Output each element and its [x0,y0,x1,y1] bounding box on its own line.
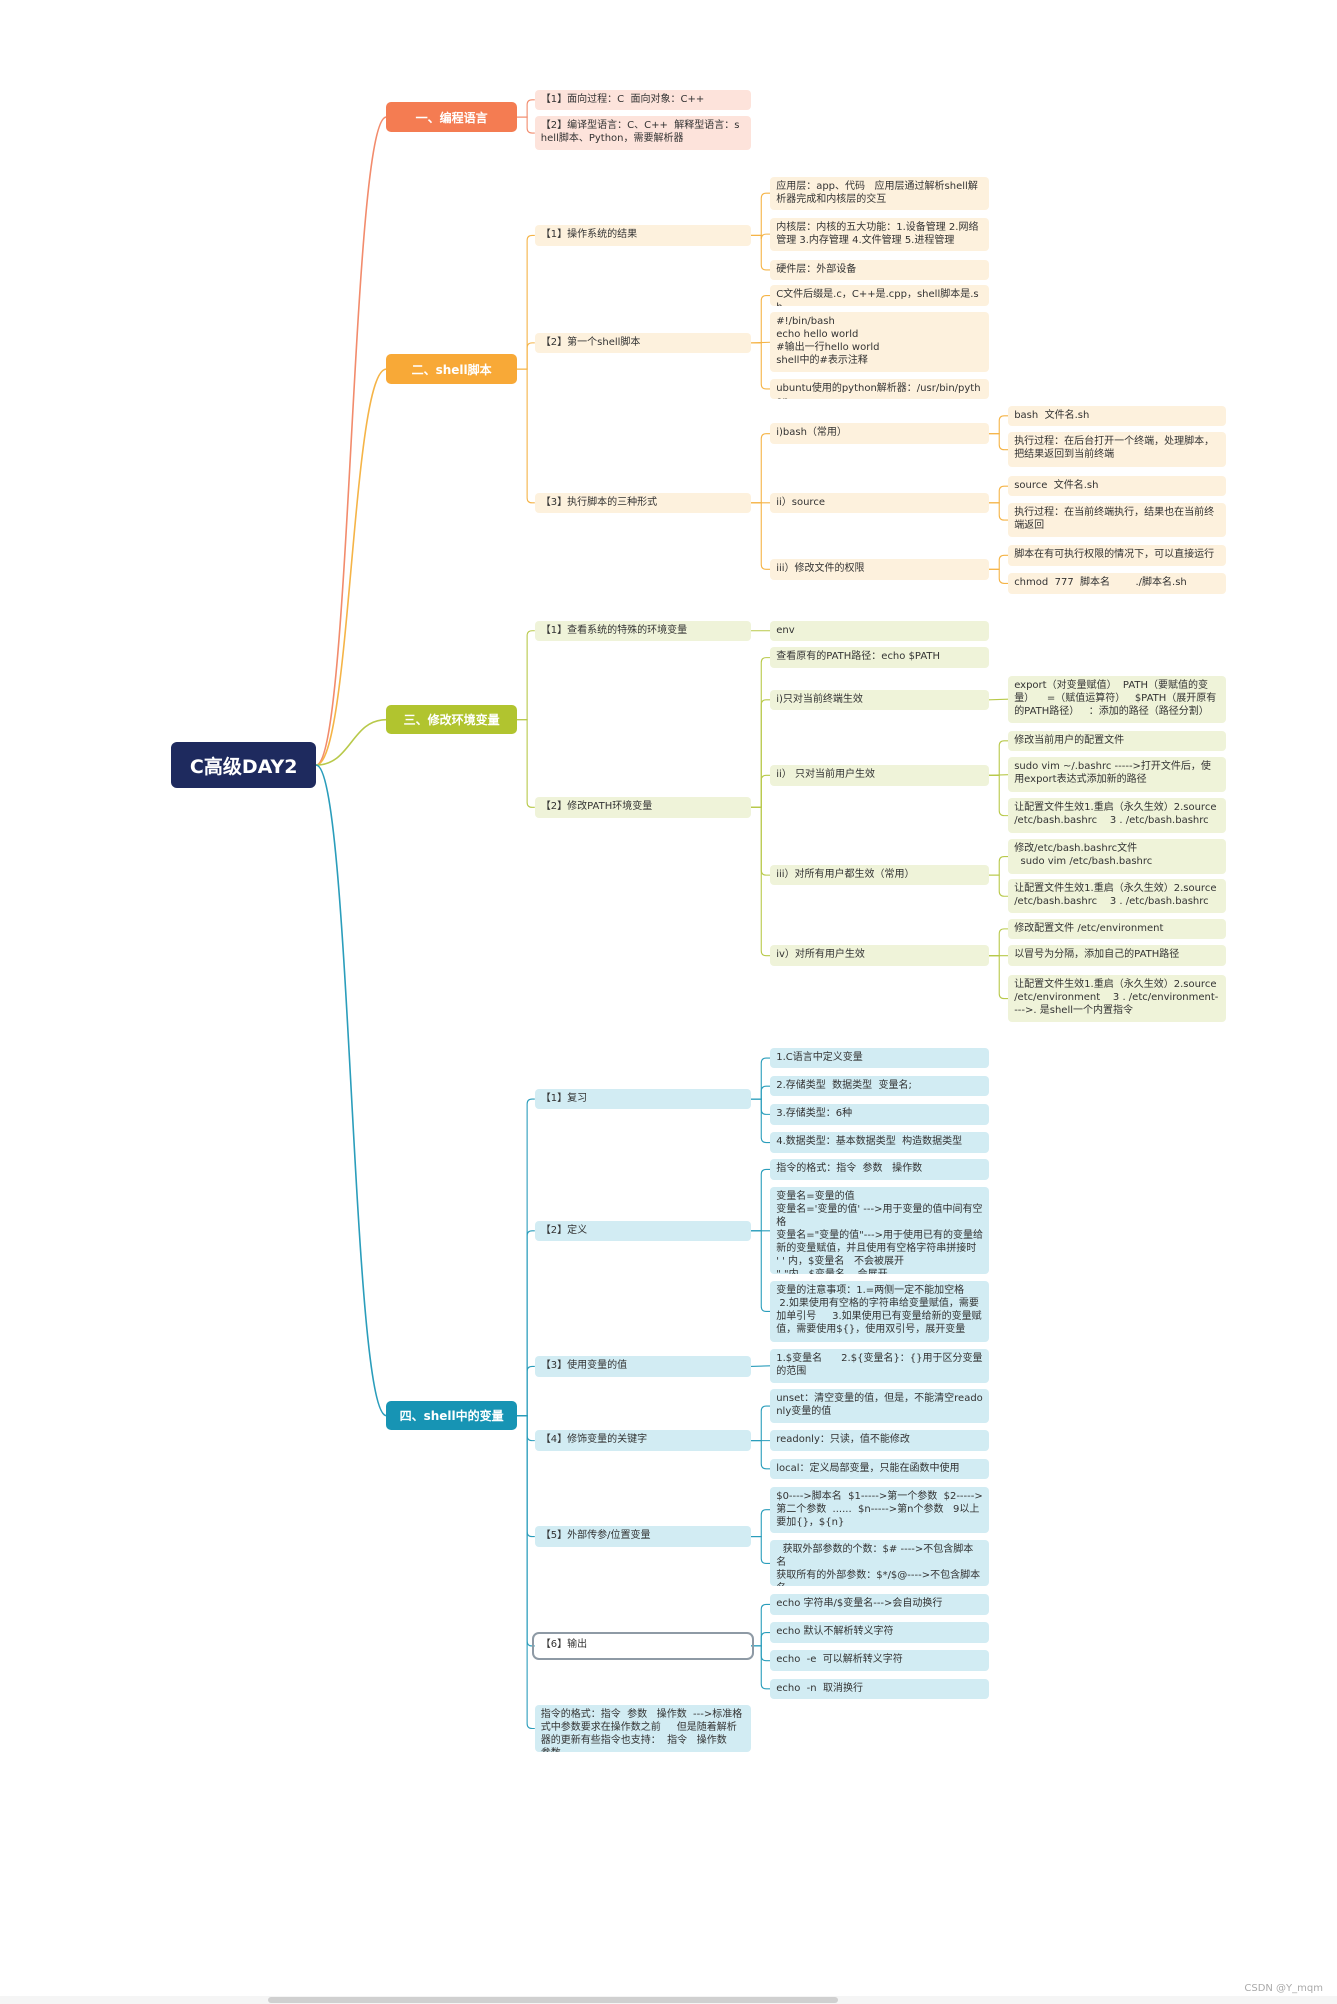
subtopic-node[interactable]: 硬件层：外部设备 [770,259,989,281]
subtopic-node[interactable]: 4.数据类型：基本数据类型 构造数据类型 [770,1132,989,1153]
subtopic-node[interactable]: 变量名=变量的值 变量名='变量的值' --->用于变量的值中间有空格 变量名=… [770,1187,989,1275]
topic-node[interactable]: 【4】修饰变量的关键字 [534,1430,752,1451]
subtopic-node[interactable]: 获取外部参数的个数：$# ---->不包含脚本名 获取所有的外部参数：$*/$@… [770,1540,989,1587]
detail-node[interactable]: 执行过程：在当前终端执行，结果也在当前终端返回 [1008,502,1226,538]
watermark: CSDN @Y_mqm [1244,1983,1323,1994]
branch-node-4[interactable]: 四、shell中的变量 [386,1400,517,1431]
subtopic-node[interactable]: readonly：只读，值不能修改 [770,1430,989,1451]
subtopic-node[interactable]: 变量的注意事项：1.=两侧一定不能加空格 2.如果使用有空格的字符串给变量赋值，… [770,1280,989,1343]
detail-node[interactable]: chmod 777 脚本名 ./脚本名.sh [1008,573,1226,594]
topic-node[interactable]: 【3】使用变量的值 [534,1356,752,1377]
subtopic-node[interactable]: 1.C语言中定义变量 [770,1047,989,1069]
detail-node[interactable]: 修改配置文件 /etc/environment [1008,918,1226,940]
subtopic-node[interactable]: iii）修改文件的权限 [770,559,989,580]
detail-node[interactable]: 修改当前用户的配置文件 [1008,730,1226,752]
subtopic-node[interactable]: env [770,620,989,641]
subtopic-node[interactable]: echo -n 取消换行 [770,1678,989,1700]
subtopic-node[interactable]: 3.存储类型：6种 [770,1104,989,1125]
subtopic-node[interactable]: local：定义局部变量，只能在函数中使用 [770,1458,989,1479]
horizontal-scrollbar[interactable] [0,1996,1337,2004]
detail-node[interactable]: export（对变量赋值） PATH（要赋值的变量） =（赋值运算符） $PAT… [1008,675,1226,723]
topic-node[interactable]: 【2】定义 [534,1220,752,1242]
subtopic-node[interactable]: iv）对所有用户生效 [770,945,989,966]
detail-node[interactable]: 以冒号为分隔，添加自己的PATH路径 [1008,945,1226,966]
root-node[interactable]: C高级DAY2 [171,742,316,789]
detail-node[interactable]: 修改/etc/bash.bashrc文件 sudo vim /etc/bash.… [1008,839,1226,874]
branch-node-2[interactable]: 二、shell脚本 [386,354,517,384]
topic-node[interactable]: 【3】执行脚本的三种形式 [534,492,752,514]
topic-node[interactable]: 【2】修改PATH环境变量 [534,797,752,818]
detail-node[interactable]: 脚本在有可执行权限的情况下，可以直接运行 [1008,545,1226,566]
topic-node[interactable]: 指令的格式：指令 参数 操作数 --->标准格式中参数要求在操作数之前 但是随着… [534,1705,752,1752]
topic-node[interactable]: 【5】外部传参/位置变量 [534,1526,752,1547]
subtopic-node[interactable]: 内核层：内核的五大功能：1.设备管理 2.网络管理 3.内存管理 4.文件管理 … [770,217,989,251]
subtopic-node[interactable]: echo -e 可以解析转义字符 [770,1650,989,1671]
detail-node[interactable]: sudo vim ~/.bashrc ----->打开文件后，使用export表… [1008,757,1226,792]
subtopic-node[interactable]: $0---->脚本名 $1----->第一个参数 $2----->第二个参数 .… [770,1486,989,1533]
subtopic-node[interactable]: i)只对当前终端生效 [770,689,989,711]
subtopic-node[interactable]: 2.存储类型 数据类型 变量名; [770,1075,989,1097]
subtopic-node[interactable]: 指令的格式：指令 参数 操作数 [770,1159,989,1180]
subtopic-node[interactable]: unset：清空变量的值，但是，不能清空readonly变量的值 [770,1389,989,1423]
subtopic-node[interactable]: 应用层：app、代码 应用层通过解析shell解析器完成和内核层的交互 [770,176,989,210]
subtopic-node[interactable]: iii）对所有用户都生效（常用） [770,864,989,886]
detail-node[interactable]: 让配置文件生效1.重启（永久生效）2.source /etc/bash.bash… [1008,878,1226,914]
topic-node[interactable]: 【2】编译型语言：C、C++ 解释型语言：shell脚本、Python，需要解析… [534,116,752,150]
subtopic-node[interactable]: ii）source [770,492,989,514]
detail-node[interactable]: 让配置文件生效1.重启（永久生效）2.source /etc/environme… [1008,974,1226,1023]
topic-node[interactable]: 【6】输出 [531,1632,755,1660]
topic-node[interactable]: 【1】面向过程：C 面向对象：C++ [534,89,752,111]
subtopic-node[interactable]: i)bash（常用） [770,423,989,444]
subtopic-node[interactable]: 查看原有的PATH路径：echo $PATH [770,647,989,668]
topic-node[interactable]: 【2】第一个shell脚本 [534,332,752,354]
scrollbar-thumb[interactable] [268,1997,838,2003]
detail-node[interactable]: 让配置文件生效1.重启（永久生效）2.source /etc/bash.bash… [1008,798,1226,833]
topic-node[interactable]: 【1】查看系统的特殊的环境变量 [534,620,752,641]
subtopic-node[interactable]: #!/bin/bash echo hello world #输出一行hello … [770,312,989,373]
detail-node[interactable]: bash 文件名.sh [1008,405,1226,427]
detail-node[interactable]: source 文件名.sh [1008,475,1226,497]
branch-node-1[interactable]: 一、编程语言 [386,102,517,132]
subtopic-node[interactable]: ii） 只对当前用户生效 [770,765,989,786]
detail-node[interactable]: 执行过程：在后台打开一个终端，处理脚本，把结果返回到当前终端 [1008,432,1226,467]
topic-node[interactable]: 【1】复习 [534,1088,752,1110]
branch-node-3[interactable]: 三、修改环境变量 [386,704,517,735]
subtopic-node[interactable]: C文件后缀是.c，C++是.cpp，shell脚本是.sh [770,285,989,306]
subtopic-node[interactable]: echo 默认不解析转义字符 [770,1622,989,1643]
topic-node[interactable]: 【1】操作系统的结果 [534,225,752,246]
subtopic-node[interactable]: echo 字符串/$变量名--->会自动换行 [770,1594,989,1615]
subtopic-node[interactable]: 1.$变量名 2.${变量名}：{}用于区分变量的范围 [770,1348,989,1384]
subtopic-node[interactable]: ubuntu使用的python解析器：/usr/bin/python [770,378,989,400]
